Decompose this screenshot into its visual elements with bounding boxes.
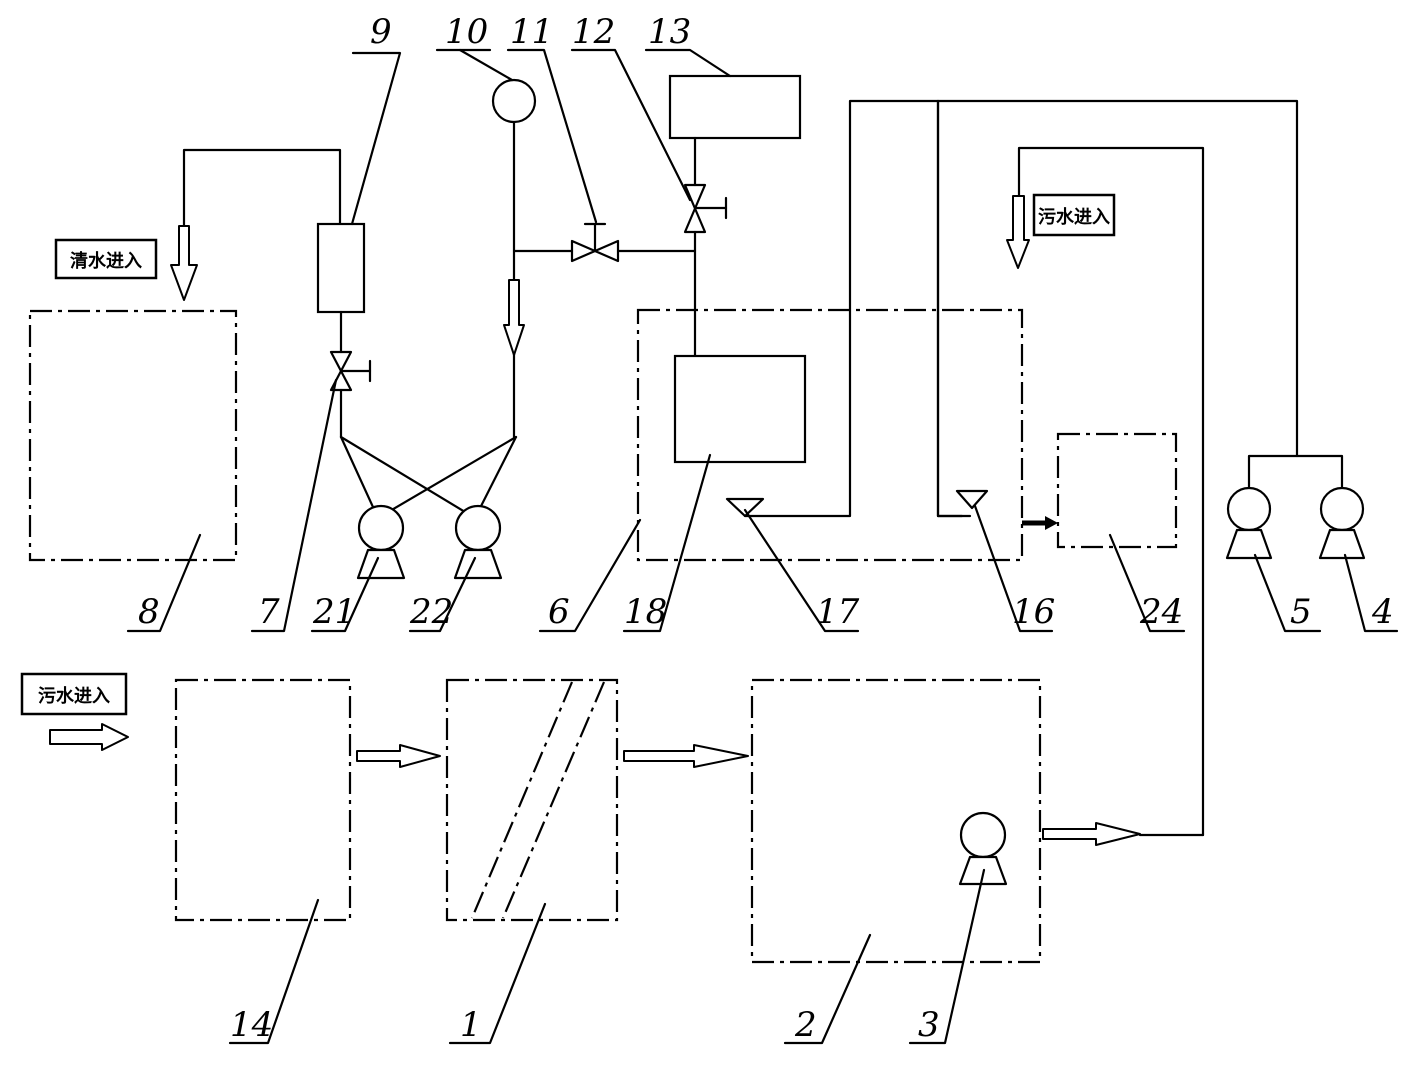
tank-6: [636, 308, 1024, 562]
arrow-1-to-2: [623, 744, 749, 768]
number-12: 12: [572, 12, 615, 52]
gauge-10: [491, 78, 537, 124]
sewage-in-label-left: 污水进入: [38, 685, 110, 707]
leader-lines: [126, 48, 1399, 1045]
box-13: [668, 74, 802, 140]
number-16: 16: [1012, 592, 1055, 632]
number-7: 7: [258, 592, 280, 632]
valve-11: [570, 222, 620, 263]
component-numbers: 9 10 11 12 13 8 7 21 22 6 18 17 16 24 5 …: [138, 12, 1394, 1045]
arrow-6-to-24: [1022, 516, 1058, 530]
sewage-in-label-box-left: 污水进入: [20, 672, 128, 716]
tank-14: [174, 678, 352, 922]
box-18: [673, 354, 807, 464]
number-3: 3: [918, 1005, 940, 1045]
sewage-in-label-top: 污水进入: [1038, 206, 1110, 228]
arrow-2-to-pipe: [1042, 822, 1141, 846]
number-4: 4: [1371, 592, 1394, 632]
number-22: 22: [409, 592, 453, 632]
number-11: 11: [510, 12, 553, 52]
number-5: 5: [1290, 592, 1312, 632]
valve-7: [329, 350, 372, 392]
diffuser-16: [955, 489, 989, 510]
sewage-inlet-arrow-top: [1006, 195, 1030, 269]
number-18: 18: [624, 592, 667, 632]
number-2: 2: [794, 1005, 817, 1045]
valve-12: [683, 183, 728, 234]
number-13: 13: [648, 12, 691, 52]
number-6: 6: [548, 592, 570, 632]
number-8: 8: [138, 592, 160, 632]
clean-water-pipe: [182, 148, 342, 232]
pump-22: [453, 504, 503, 580]
downflow-arrow-10: [503, 279, 525, 356]
pump-21: [356, 504, 406, 580]
sewage-in-label-box-top: 污水进入: [1032, 193, 1116, 237]
number-24: 24: [1139, 592, 1183, 632]
number-1: 1: [460, 1005, 482, 1045]
tank-24: [1056, 432, 1178, 549]
number-10: 10: [445, 12, 488, 52]
tank-2: [750, 678, 1042, 964]
screen-1: [445, 678, 619, 922]
number-14: 14: [230, 1005, 273, 1045]
device-9: [316, 222, 366, 314]
pump-4: [1318, 486, 1366, 560]
number-17: 17: [816, 592, 860, 632]
pump-5: [1225, 486, 1273, 560]
sewage-inlet-arrow-left: [49, 723, 129, 751]
diffuser-17: [725, 497, 765, 518]
clean-water-in-label: 清水进入: [70, 250, 142, 272]
arrow-14-to-1: [356, 744, 441, 768]
number-9: 9: [370, 12, 392, 52]
clean-water-in-label-box: 清水进入: [54, 238, 158, 280]
tank-8: [28, 309, 238, 562]
number-21: 21: [312, 592, 356, 632]
clean-water-inlet-arrow: [170, 225, 198, 301]
